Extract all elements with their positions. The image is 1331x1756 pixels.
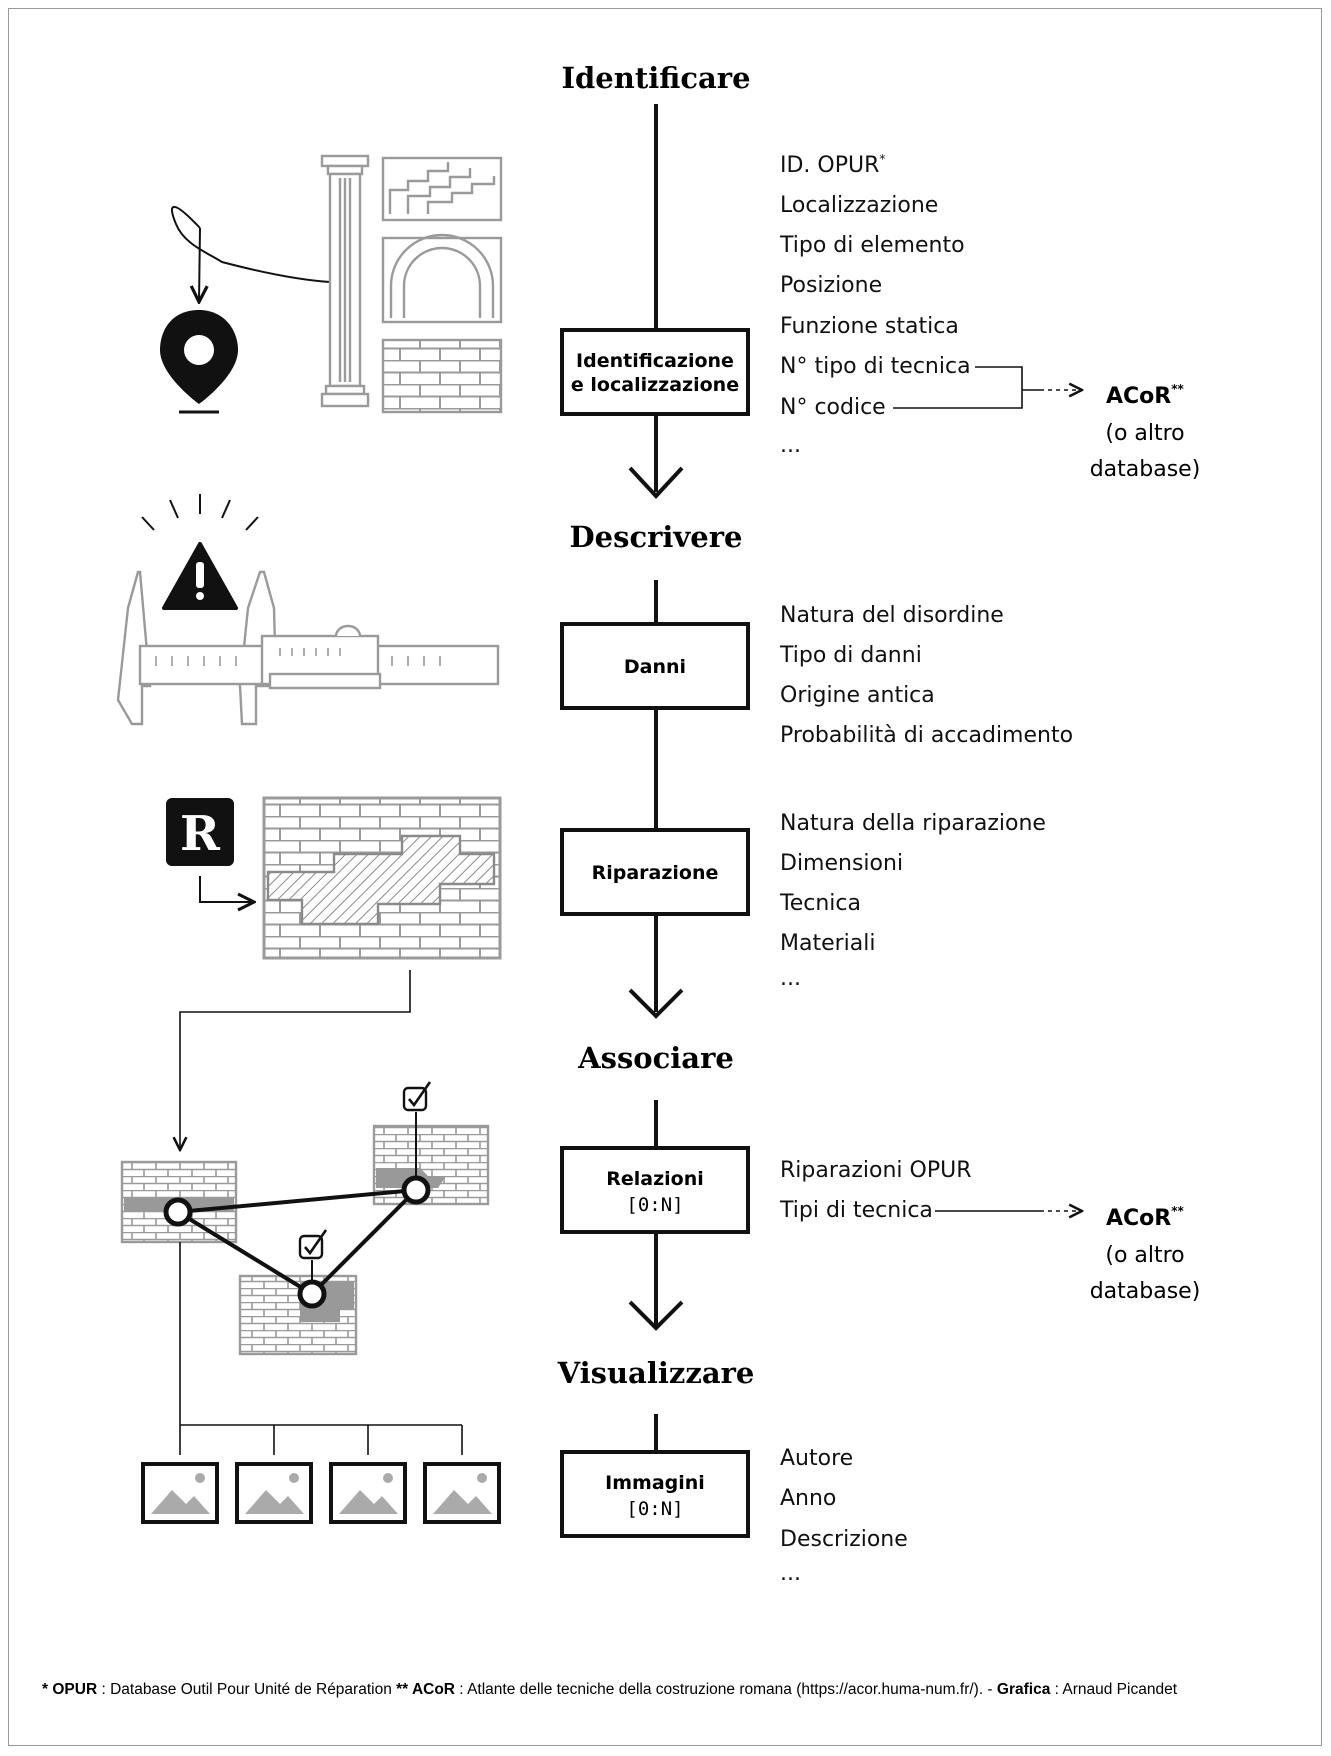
field-item: Riparazioni OPUR	[780, 1158, 972, 1183]
association-network	[120, 1081, 490, 1356]
column-icon	[320, 154, 370, 408]
field-item: Anno	[780, 1486, 836, 1511]
box-damage-label: Danni	[624, 656, 686, 678]
box-images: Immagini [0:N]	[560, 1450, 750, 1538]
field-item: ...	[780, 966, 801, 991]
field-item: Autore	[780, 1446, 853, 1471]
field-item: Dimensioni	[780, 851, 903, 876]
field-item: Natura del disordine	[780, 603, 1004, 628]
checkbox-icon	[298, 1229, 328, 1260]
network-node	[401, 1175, 431, 1205]
field-item: Natura della riparazione	[780, 811, 1046, 836]
acor-sub-line: (o altro	[1105, 421, 1184, 446]
field-item: ...	[780, 1561, 801, 1586]
acor-sub-line: (o altro	[1105, 1243, 1184, 1268]
image-frame-icon	[423, 1462, 501, 1524]
arch-icon	[381, 233, 503, 324]
network-node	[163, 1197, 193, 1227]
repair-field-list: Natura della riparazione Dimensioni Tecn…	[779, 811, 1046, 991]
field-item: Tipo di danni	[779, 643, 922, 668]
box-identification-line1: Identificazione	[576, 350, 734, 372]
field-item: N° tipo di tecnica	[780, 354, 971, 379]
field-item: ID. OPUR*	[780, 152, 885, 178]
flow-spine	[628, 104, 684, 1452]
acor-bracket-connector	[893, 366, 1082, 409]
box-damage: Danni	[560, 622, 750, 710]
figure-frame	[8, 8, 1322, 1746]
step-title-describe: Descrivere	[570, 520, 743, 554]
relations-field-list: Riparazioni OPUR Tipi di tecnica	[779, 1158, 972, 1223]
box-images-cardinality: [0:N]	[626, 1498, 683, 1520]
warning-icon	[141, 494, 259, 610]
box-relations: Relazioni [0:N]	[560, 1146, 750, 1234]
acor-sub-line: database)	[1090, 457, 1201, 482]
field-item: Tecnica	[779, 891, 861, 916]
brick-wall-icon	[381, 338, 503, 414]
caliper-icon	[116, 570, 500, 726]
box-images-label: Immagini	[605, 1472, 705, 1494]
field-item: Localizzazione	[780, 193, 938, 218]
acor-label: ACoR**	[1106, 1204, 1185, 1231]
box-relations-label: Relazioni	[606, 1168, 704, 1190]
footer-note: * OPUR : Database Outil Pour Unité de Ré…	[42, 1681, 1178, 1698]
repair-badge-icon: R	[166, 798, 254, 902]
field-item: Tipi di tecnica	[779, 1198, 933, 1223]
box-identification-line2: e localizzazione	[571, 374, 739, 396]
field-item: Descrizione	[780, 1527, 908, 1552]
step-title-associate: Associare	[577, 1041, 734, 1075]
field-item: Probabilità di accadimento	[780, 723, 1073, 748]
image-frame-icon	[235, 1462, 313, 1524]
field-item: Materiali	[780, 931, 876, 956]
location-pin-icon	[160, 205, 331, 414]
images-tree-connector	[179, 1242, 463, 1455]
identification-field-list: ID. OPUR* Localizzazione Tipo di element…	[779, 152, 971, 458]
checkbox-icon	[402, 1081, 432, 1112]
stairs-icon	[381, 156, 503, 222]
acor-reference-2: ACoR** (o altro database)	[1090, 1204, 1201, 1304]
step-title-visualize: Visualizzare	[557, 1356, 755, 1390]
image-frame-icon	[329, 1462, 407, 1524]
repair-badge-letter: R	[180, 806, 221, 862]
box-repair: Riparazione	[560, 828, 750, 916]
field-item: ...	[780, 433, 801, 458]
field-item: N° codice	[780, 395, 886, 420]
association-connector	[180, 970, 411, 1150]
box-identification: Identificazione e localizzazione	[560, 328, 750, 416]
acor-sub-line: database)	[1090, 1279, 1201, 1304]
field-item: Tipo di elemento	[779, 233, 965, 258]
image-frame-icon	[141, 1462, 219, 1524]
images-field-list: Autore Anno Descrizione ...	[780, 1446, 908, 1586]
step-title-identify: Identificare	[561, 61, 750, 95]
network-node	[297, 1279, 327, 1309]
field-item: Funzione statica	[780, 314, 959, 339]
box-relations-cardinality: [0:N]	[626, 1194, 683, 1216]
acor-label: ACoR**	[1106, 382, 1185, 409]
box-repair-label: Riparazione	[592, 862, 719, 884]
field-item: Origine antica	[780, 683, 935, 708]
repaired-wall-icon	[262, 796, 502, 960]
damage-field-list: Natura del disordine Tipo di danni Origi…	[779, 603, 1073, 748]
field-item: Posizione	[780, 273, 882, 298]
acor-reference-1: ACoR** (o altro database)	[1090, 382, 1201, 482]
